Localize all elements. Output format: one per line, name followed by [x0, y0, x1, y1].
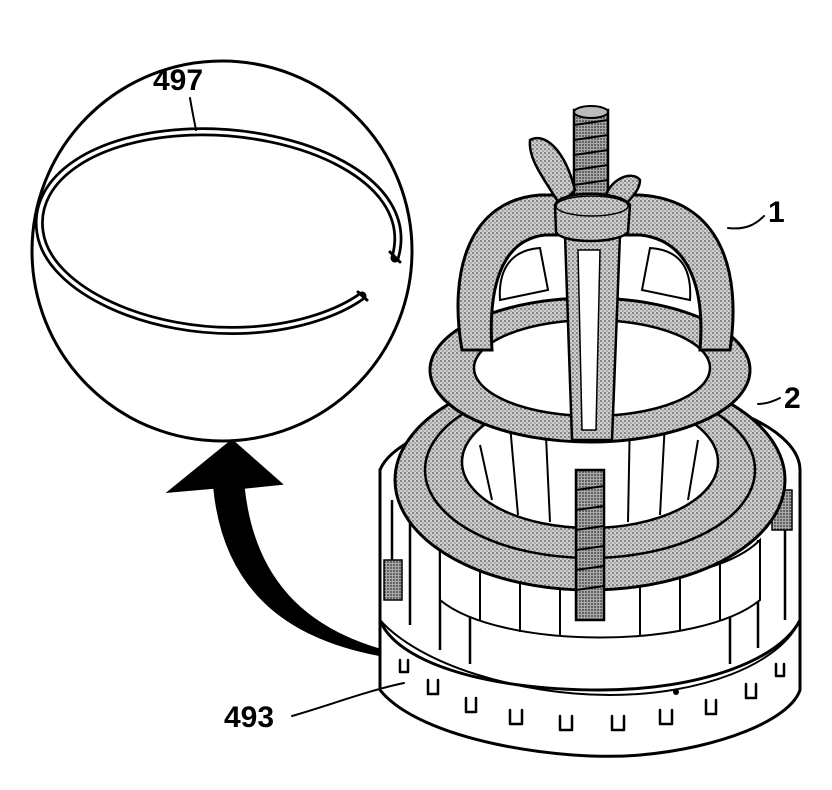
- callout-497: 497: [153, 64, 203, 97]
- compressor-tool: [428, 193, 752, 444]
- callout-leaders: [189, 97, 781, 717]
- detail-magnifier: [30, 59, 414, 443]
- callout-1: 1: [768, 196, 785, 229]
- wing-nut: [528, 137, 642, 243]
- callout-2: 2: [784, 382, 801, 415]
- callout-493: 493: [224, 701, 274, 734]
- direction-arrow: [165, 439, 384, 656]
- snap-ring: [34, 127, 403, 336]
